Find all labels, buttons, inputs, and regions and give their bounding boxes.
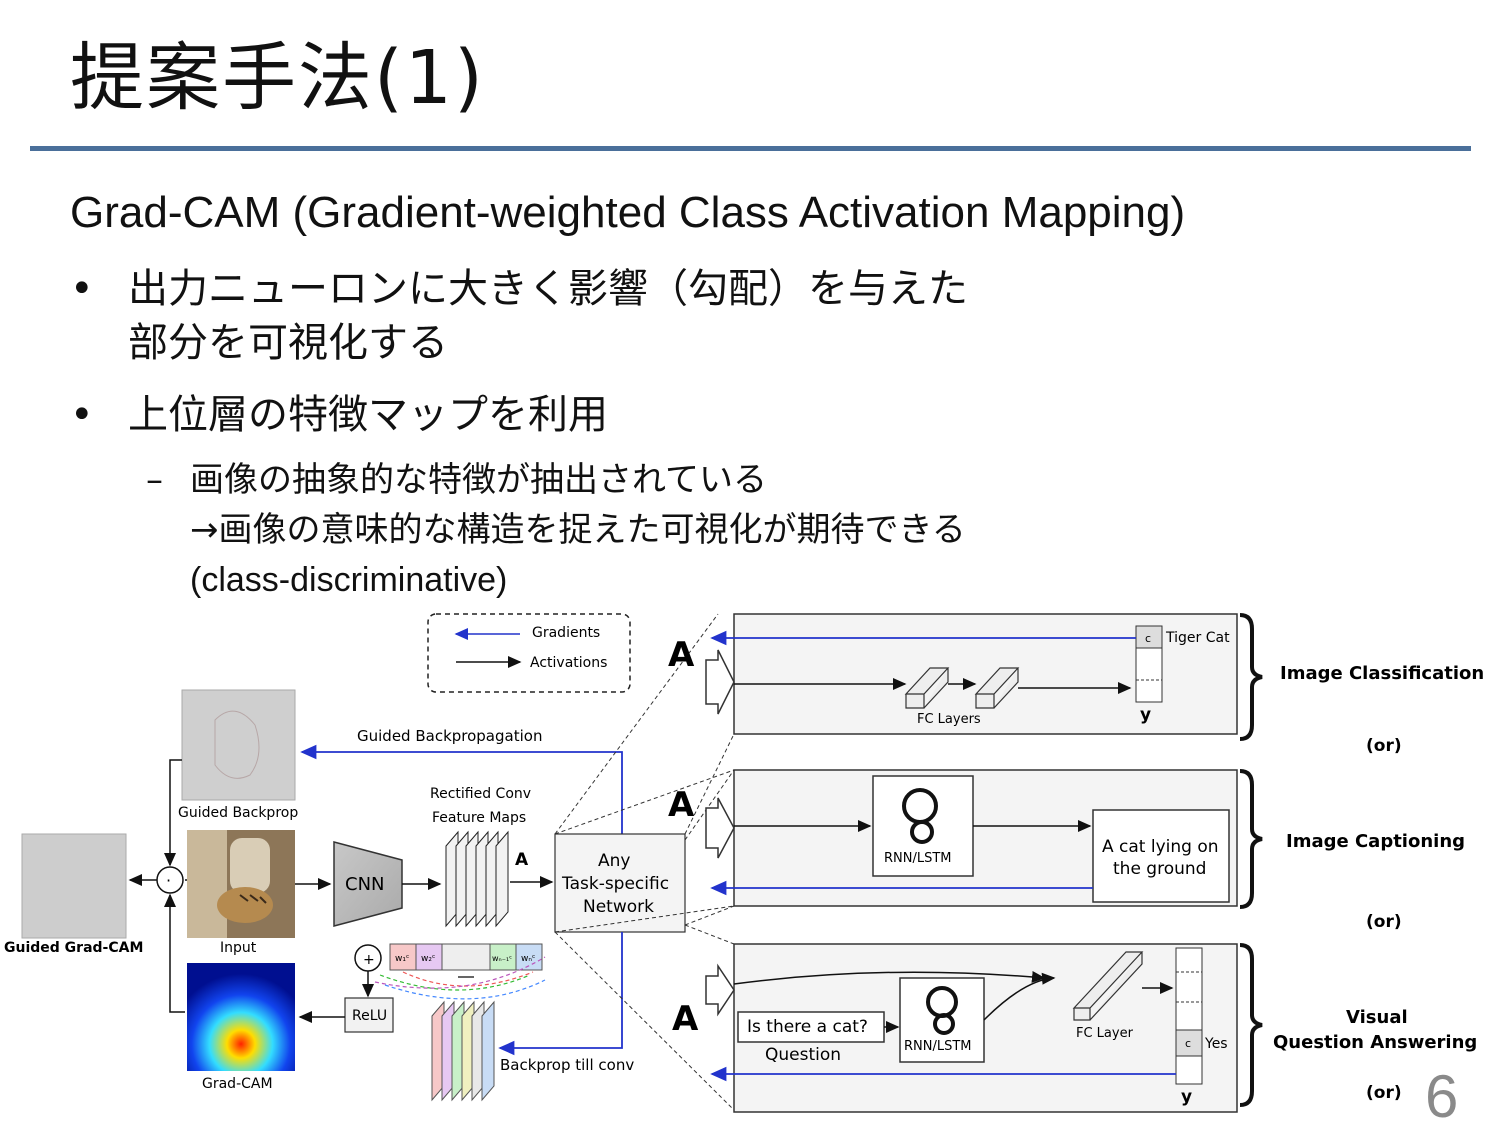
page-number: 6 (1425, 1063, 1459, 1130)
fc-layer-2 (974, 667, 1020, 709)
vqa-c-label: c (1185, 1037, 1191, 1050)
classification-task-label: Image Classification (1280, 663, 1484, 684)
guided-gradcam-image (21, 833, 127, 939)
sub-bullet-line-1: 画像の抽象的な特徴が抽出されている (190, 460, 767, 500)
guided-backprop-label: Guided Backpropagation (357, 727, 542, 745)
vqa-answer-label: Yes (1204, 1036, 1228, 1052)
guided-backprop-arrow (300, 744, 623, 840)
bullet-1-line-2: 部分を可視化する (128, 320, 448, 366)
or-label-3: (or) (1366, 1083, 1402, 1103)
cnn-block (333, 841, 403, 927)
classification-c-label: c (1145, 632, 1151, 645)
relu-label: ReLU (352, 1008, 387, 1024)
classification-input-arrow (705, 649, 735, 715)
backprop-to-multiply-arrow (164, 759, 182, 867)
guided-backprop-image-label: Guided Backprop (178, 805, 298, 821)
legend-box (427, 613, 631, 693)
vqa-output-vector (1175, 947, 1203, 1085)
caption-line-1: A cat lying on (1102, 837, 1219, 857)
caption-line-2: the ground (1113, 859, 1206, 879)
task-network-line-1: Any (598, 851, 630, 871)
backprop-till-conv-arrow (498, 932, 623, 1056)
guided-gradcam-label: Guided Grad-CAM (4, 940, 143, 956)
backprop-till-conv-label: Backprop till conv (500, 1056, 634, 1074)
question-label: Question (765, 1045, 841, 1065)
vqa-task-label-2: Question Answering (1273, 1032, 1477, 1053)
bullet-2-line-1: 上位層の特徴マップを利用 (128, 392, 608, 438)
captioning-task-label: Image Captioning (1286, 831, 1465, 852)
vqa-rnn-box (899, 977, 985, 1063)
multiply-node-symbol: · (166, 871, 171, 890)
captioning-rnn-box (872, 775, 974, 877)
captioning-brace (1239, 769, 1263, 909)
vqa-brace (1239, 943, 1263, 1107)
vqa-input-arrow (705, 963, 735, 1017)
dash-marker: – (146, 460, 163, 500)
vqa-fc-layer (1072, 951, 1144, 1021)
fc-layer-1 (904, 667, 950, 709)
activation-a-label: A (515, 850, 529, 870)
vqa-a-label: A (672, 999, 699, 1039)
heading-line: Grad-CAM (Gradient-weighted Class Activa… (70, 188, 1186, 237)
sub-bullet-line-3: (class-discriminative) (190, 561, 508, 599)
class-name-label: Tiger Cat (1165, 630, 1230, 646)
slide-title: 提案手法(1) (70, 35, 485, 121)
sub-bullet-line-2: →画像の意味的な構造を捉えた可視化が期待できる (190, 510, 966, 550)
vqa-fc-layer-label: FC Layer (1076, 1026, 1134, 1041)
fan-out-lines (554, 613, 735, 1111)
rectified-label-1: Rectified Conv (430, 786, 531, 802)
gradient-feature-maps (431, 1000, 495, 1102)
guided-backprop-image (181, 689, 296, 801)
weight-n: wₙᶜ (521, 954, 535, 964)
task-network-line-2: Task-specific (561, 874, 669, 894)
or-label-1: (or) (1366, 736, 1402, 756)
or-label-2: (or) (1366, 912, 1402, 932)
caption-output-box (1092, 809, 1230, 903)
sum-node-symbol: + (363, 952, 375, 968)
vqa-rnn-label: RNN/LSTM (904, 1039, 972, 1054)
question-box (737, 1011, 885, 1043)
relu-box (344, 997, 394, 1033)
vqa-task-label-1: Visual (1346, 1007, 1408, 1028)
task-network-box (554, 833, 686, 933)
captioning-a-label: A (668, 785, 695, 825)
cnn-label: CNN (345, 874, 385, 895)
input-label: Input (220, 940, 257, 956)
fc-layers-label: FC Layers (917, 712, 981, 727)
rectified-label-2: Feature Maps (432, 810, 526, 826)
classification-a-label: A (668, 635, 695, 675)
captioning-rnn-label: RNN/LSTM (884, 851, 952, 866)
classification-y-label: y (1140, 705, 1151, 725)
bullet-marker: • (70, 266, 94, 312)
captioning-input-arrow (705, 797, 735, 859)
gradcam-label: Grad-CAM (202, 1076, 273, 1092)
bullet-marker: • (70, 392, 94, 438)
weight-1: w₁ᶜ (395, 954, 409, 964)
weight-n-minus-1: wₙ₋₁ᶜ (492, 954, 512, 963)
gradcam-to-multiply-arrow (164, 893, 185, 1013)
weights-bar (389, 943, 543, 971)
classification-brace (1239, 613, 1263, 741)
question-text: Is there a cat? (747, 1017, 868, 1037)
legend-gradients-label: Gradients (532, 625, 600, 641)
rectified-feature-maps (445, 830, 509, 928)
gradcam-architecture-diagram: Gradients Activations Guided Backprop Gu… (4, 613, 1484, 1113)
legend-activations-label: Activations (530, 655, 607, 671)
gradcam-heatmap-image (187, 963, 295, 1071)
vqa-y-label: y (1181, 1087, 1192, 1107)
bullet-1-line-1: 出力ニューロンに大きく影響（勾配）を与えた (128, 266, 968, 312)
task-network-line-3: Network (583, 897, 654, 917)
title-underline (30, 146, 1471, 151)
weight-2: w₂ᶜ (421, 954, 435, 964)
